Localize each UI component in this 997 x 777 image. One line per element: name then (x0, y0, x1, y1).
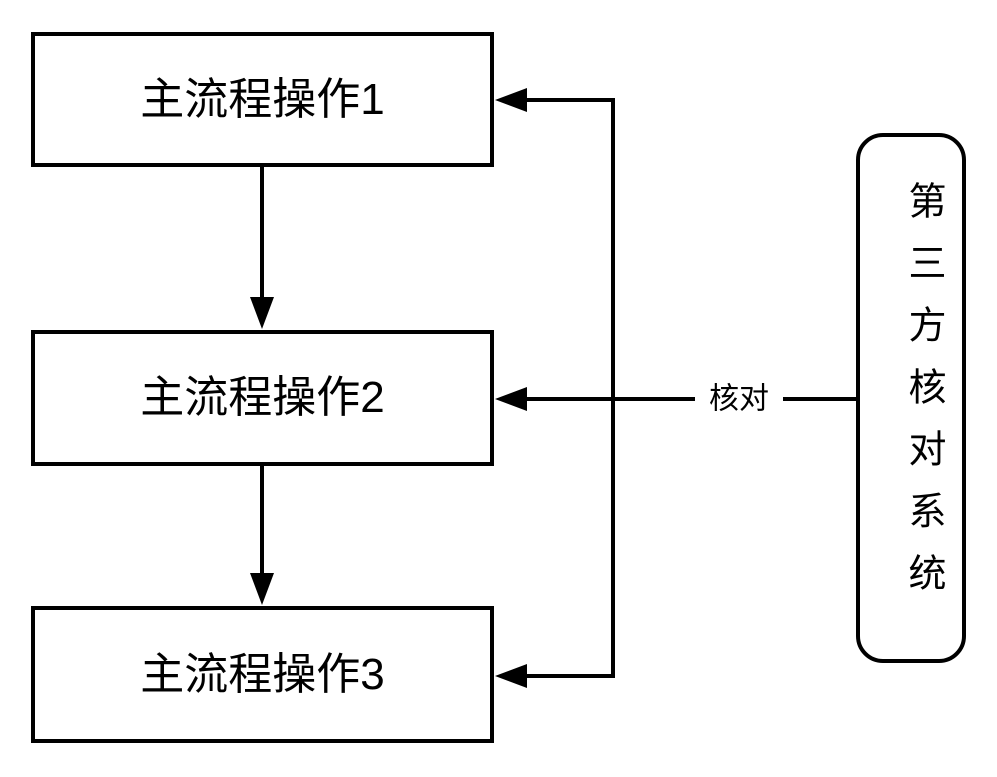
process-box-3: 主流程操作3 (31, 606, 494, 743)
arrowhead-into-box2 (495, 387, 527, 411)
process-box-2-label: 主流程操作2 (140, 373, 385, 422)
branch-line-system (527, 98, 615, 678)
process-box-3-label: 主流程操作3 (140, 649, 385, 699)
process-box-2: 主流程操作2 (31, 330, 494, 466)
process-box-1: 主流程操作1 (31, 32, 494, 167)
arrow-box2-to-box3 (250, 466, 274, 605)
arrow-box1-to-box2 (250, 167, 274, 329)
edge-label-verify: 核对 (695, 380, 783, 418)
arrowhead-into-box3 (495, 664, 527, 688)
system-box: 第三方核对系统 (856, 133, 966, 663)
process-box-1-label: 主流程操作1 (140, 74, 385, 124)
arrowhead-into-box1 (495, 88, 527, 112)
system-box-label: 第三方核对系统 (902, 181, 944, 615)
